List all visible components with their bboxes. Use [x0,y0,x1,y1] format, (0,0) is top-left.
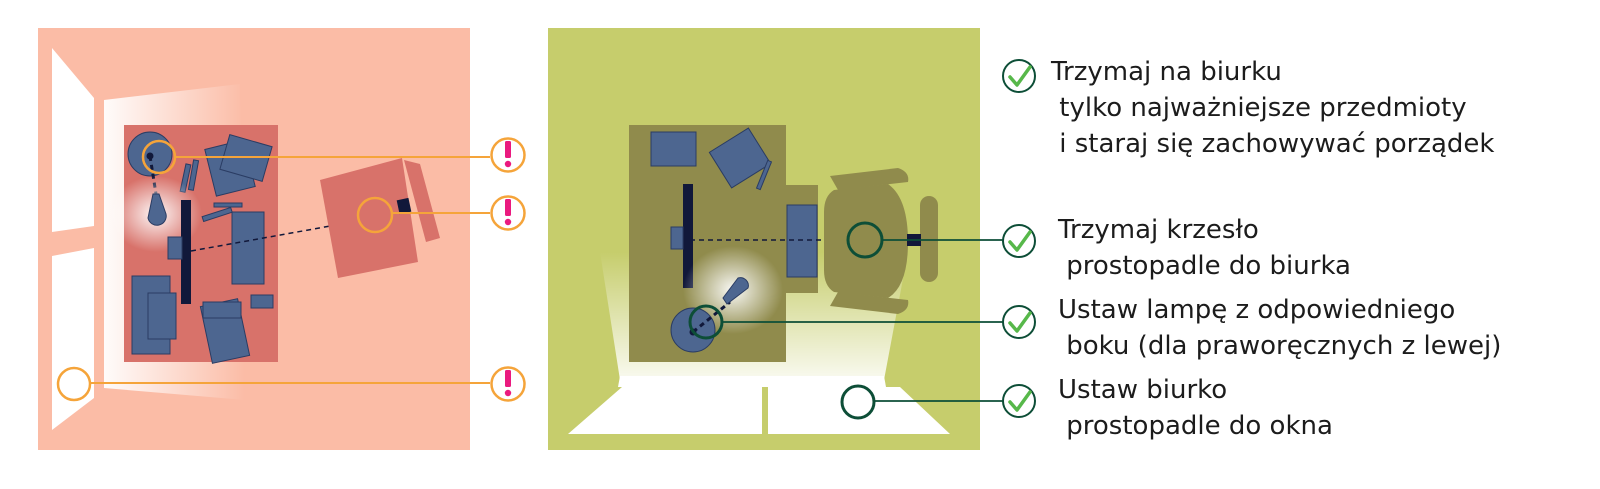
exclamation-icon [490,195,526,231]
bad-warnings [490,137,526,402]
tip-desk-window: Ustaw biurko prostopadle do okna [1058,372,1333,444]
good-marker-window [840,384,876,420]
good-setup-panel [548,28,1036,450]
monitor-stand [167,236,183,260]
lamp-arm [148,155,158,195]
tip-chair-perpendicular: Trzymaj krzesło prostopadle do biurka [1058,212,1351,284]
bad-monitor [167,200,191,304]
bad-setup-panel [38,28,526,450]
lamp-head-icon [147,193,167,226]
checkmark-icon [1002,59,1036,93]
tip-tidy-desk: Trzymaj na biurku tylko najważniejsze pr… [1051,54,1494,162]
good-window [568,376,950,434]
pen-icon [201,206,233,223]
good-leaders [722,239,1004,402]
monitor-stand [670,226,684,250]
tip-line: i staraj się zachowywać porządek [1051,129,1495,159]
good-monitor [670,184,693,288]
bad-marker-chair [356,196,394,234]
checkmark-icon [1002,224,1036,258]
bad-desk-items [131,134,274,364]
document-icon [708,127,772,189]
tip-lamp-side: Ustaw lampę z odpowiedniego boku (dla pr… [1058,292,1501,364]
keyboard-icon [786,204,818,278]
document-icon [650,131,697,167]
bad-chair-icon [320,158,440,278]
book-icon [147,292,177,340]
tip-line: Trzymaj na biurku [1051,57,1282,87]
monitor-icon [181,200,191,304]
tip-line: prostopadle do biurka [1058,251,1351,281]
exclamation-icon [490,137,526,173]
document-icon [202,301,242,319]
keyboard-icon [231,211,265,285]
tip-line: Trzymaj krzesło [1058,215,1259,245]
monitor-icon [683,184,693,288]
checkmark-icon [1002,384,1036,418]
tip-line: boku (dla praworęcznych z lewej) [1058,331,1502,361]
lamp-head-icon [722,277,749,305]
phone-icon [250,294,274,309]
exclamation-icon [490,366,526,402]
good-desk-items [650,127,818,278]
checkmark-icon [1002,305,1036,339]
tip-line: Ustaw biurko [1058,375,1228,405]
tip-line: tylko najważniejsze przedmioty [1051,93,1467,123]
bad-lamp [110,131,202,252]
tip-line: Ustaw lampę z odpowiedniego [1058,295,1456,325]
bad-leaders [90,156,490,384]
pen-icon [755,159,773,191]
bad-markers [56,139,394,402]
lamp-arm [692,300,731,334]
tip-line: prostopadle do okna [1058,411,1333,441]
good-checks [1002,59,1036,418]
pen-icon [213,202,243,208]
good-chair-icon [824,168,938,314]
lamp-joint [146,152,154,160]
